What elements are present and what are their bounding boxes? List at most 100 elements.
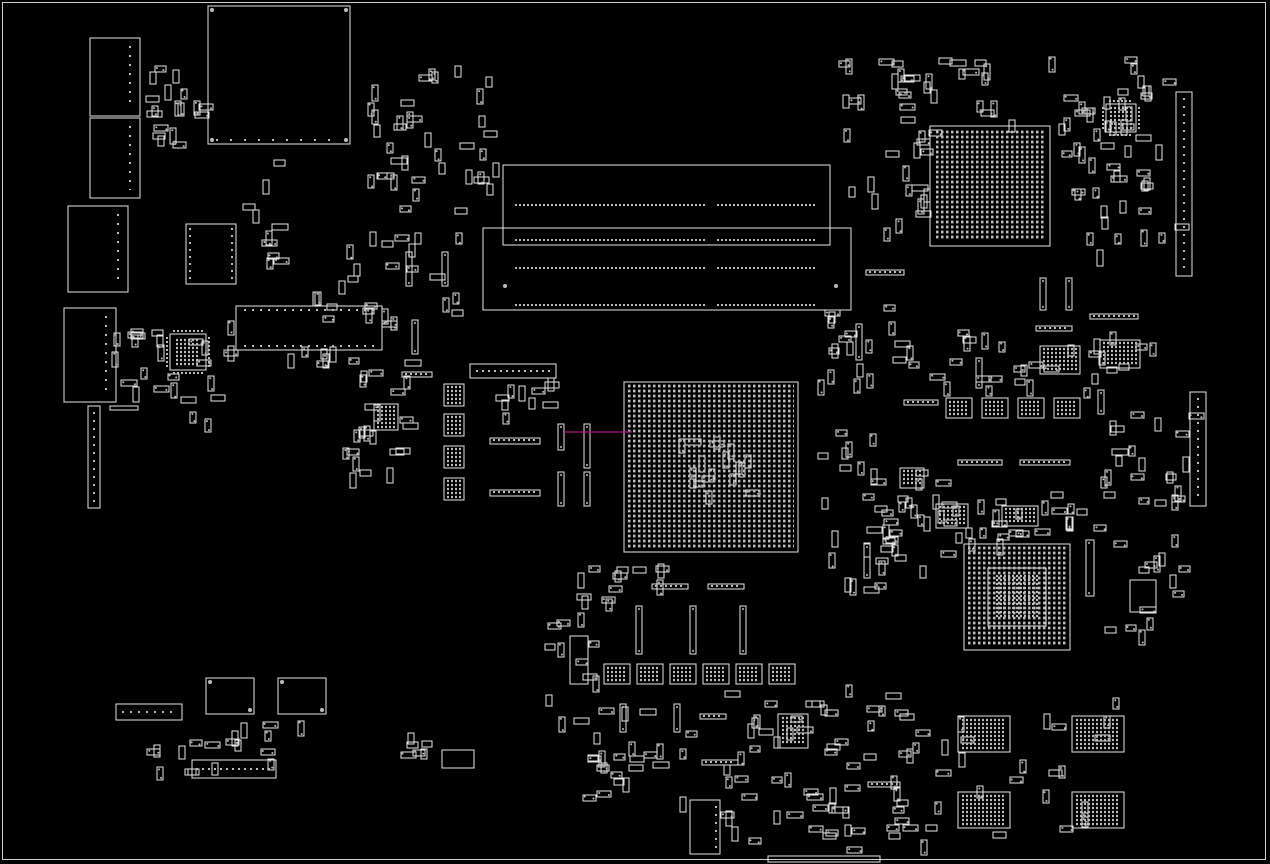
- passive-component: [1083, 387, 1091, 399]
- passive-component: [981, 332, 989, 350]
- passive-component: [1113, 540, 1128, 548]
- passive-component: [201, 340, 209, 356]
- passive-component: [1063, 94, 1079, 102]
- passive-component: [605, 598, 613, 612]
- passive-component: [938, 57, 953, 65]
- vrm-east-pads: [1021, 400, 1041, 416]
- passive-component: [891, 544, 899, 557]
- passive-component: [390, 157, 408, 165]
- passive-component: [975, 375, 992, 383]
- passive-component: [180, 396, 197, 404]
- passive-component: [495, 394, 510, 402]
- small-ic-pads: [447, 415, 461, 435]
- passive-component: [1009, 776, 1024, 784]
- right-header-lower: [1189, 391, 1207, 507]
- passive-component: [1155, 144, 1163, 161]
- passive-component: [518, 385, 526, 402]
- passive-component: [828, 552, 836, 569]
- passive-component: [941, 739, 949, 756]
- passive-component: [1078, 146, 1086, 164]
- passive-component: [1138, 457, 1146, 472]
- passive-component: [896, 799, 909, 807]
- passive-component: [748, 837, 762, 845]
- passive-component: [874, 582, 887, 590]
- small-ic: [443, 477, 465, 501]
- passive-component: [582, 673, 598, 681]
- passive-component: [866, 705, 883, 713]
- passive-component: [381, 240, 394, 248]
- passive-component: [771, 776, 783, 784]
- passive-component: [262, 721, 279, 729]
- horizontal-part: [1035, 325, 1073, 332]
- passive-component: [1114, 233, 1122, 245]
- passive-component: [153, 744, 161, 758]
- passive-component: [817, 379, 825, 396]
- right-header-upper: [1175, 91, 1193, 277]
- passive-component: [1073, 142, 1081, 157]
- passive-component: [1015, 530, 1030, 538]
- horizontal-part: [867, 781, 901, 788]
- passive-component: [442, 297, 450, 313]
- passive-component: [1103, 715, 1111, 729]
- passive-component: [271, 223, 289, 231]
- passive-component: [1078, 101, 1086, 115]
- passive-component: [839, 464, 852, 472]
- passive-component: [400, 751, 417, 759]
- passive-component: [1028, 361, 1044, 369]
- passive-component: [1124, 145, 1132, 158]
- strip: [109, 405, 139, 411]
- passive-component: [592, 675, 600, 693]
- cpu-socket: [623, 381, 799, 553]
- passive-component: [342, 447, 350, 460]
- passive-component: [915, 210, 932, 218]
- passive-component: [900, 75, 915, 83]
- passive-component: [598, 707, 615, 715]
- passive-component: [845, 58, 853, 75]
- passive-component: [265, 230, 273, 246]
- passive-component: [1051, 723, 1067, 731]
- vertical-part: [1085, 539, 1095, 597]
- passive-component: [459, 142, 475, 150]
- passive-component: [1171, 495, 1186, 503]
- passive-component: [891, 60, 904, 68]
- passive-component: [920, 148, 934, 156]
- small-ic-bottom: [441, 749, 475, 769]
- passive-component: [151, 105, 159, 117]
- passive-component: [178, 745, 186, 760]
- passive-component: [1171, 534, 1179, 548]
- passive-component: [845, 441, 853, 458]
- passive-component: [908, 361, 920, 369]
- passive-component: [1109, 331, 1117, 346]
- passive-component: [547, 377, 555, 392]
- passive-component: [227, 345, 235, 362]
- passive-component: [1048, 56, 1056, 73]
- passive-component: [1138, 497, 1150, 505]
- passive-component: [1103, 491, 1116, 499]
- passive-component: [1058, 123, 1066, 136]
- passive-component: [1092, 187, 1100, 199]
- bottom-module: [689, 799, 721, 855]
- passive-component: [894, 709, 909, 717]
- passive-component: [915, 729, 931, 737]
- bottom-inductor-2: [277, 677, 327, 715]
- passive-component: [1100, 476, 1108, 489]
- passive-component: [998, 341, 1006, 353]
- passive-component: [614, 570, 622, 583]
- passive-component: [273, 257, 290, 265]
- passive-component: [613, 753, 626, 761]
- passive-component: [151, 329, 164, 337]
- passive-component: [962, 68, 980, 76]
- passive-component: [1100, 142, 1115, 150]
- passive-component: [588, 640, 600, 648]
- passive-component: [394, 234, 410, 242]
- vertical-part: [441, 251, 449, 287]
- passive-component: [844, 824, 852, 837]
- gpu-bga: [963, 543, 1071, 651]
- passive-component: [974, 59, 987, 67]
- passive-component: [393, 123, 407, 131]
- passive-component: [153, 124, 169, 132]
- gpu-regulator: [1129, 579, 1157, 613]
- passive-component: [888, 832, 901, 840]
